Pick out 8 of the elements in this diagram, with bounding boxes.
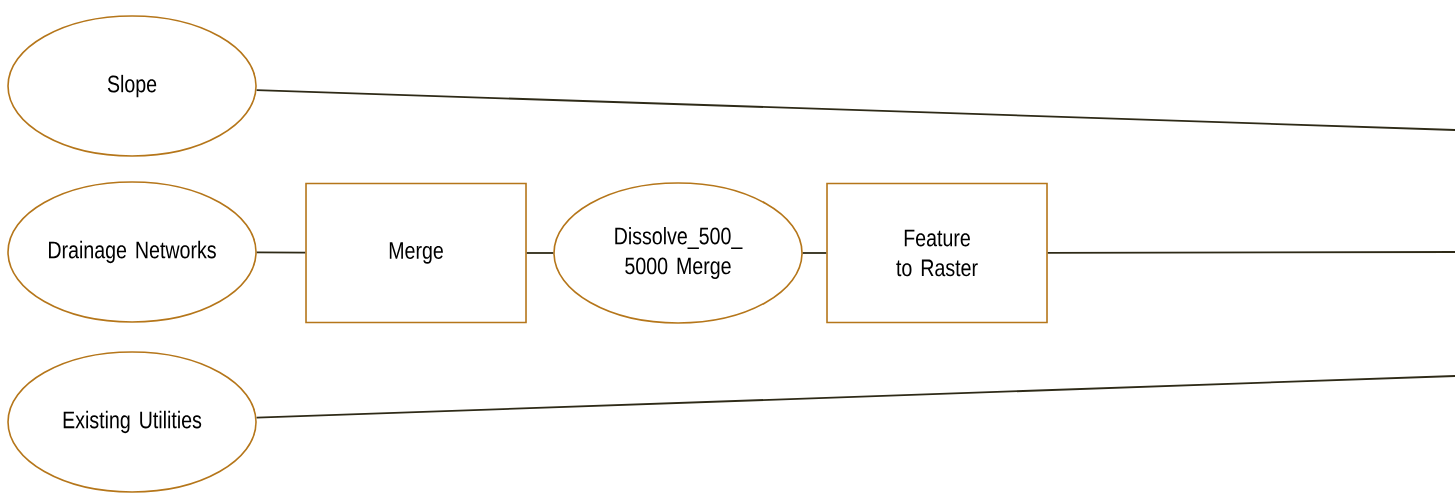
connector-line	[255, 375, 1455, 419]
process-box: Feature to Raster	[826, 182, 1048, 324]
connector-line	[801, 252, 828, 254]
connector-line	[255, 89, 1455, 131]
connector-line	[255, 251, 307, 254]
connector-line	[525, 252, 555, 254]
process-box: Merge	[305, 182, 527, 324]
connector-line	[1046, 251, 1455, 254]
